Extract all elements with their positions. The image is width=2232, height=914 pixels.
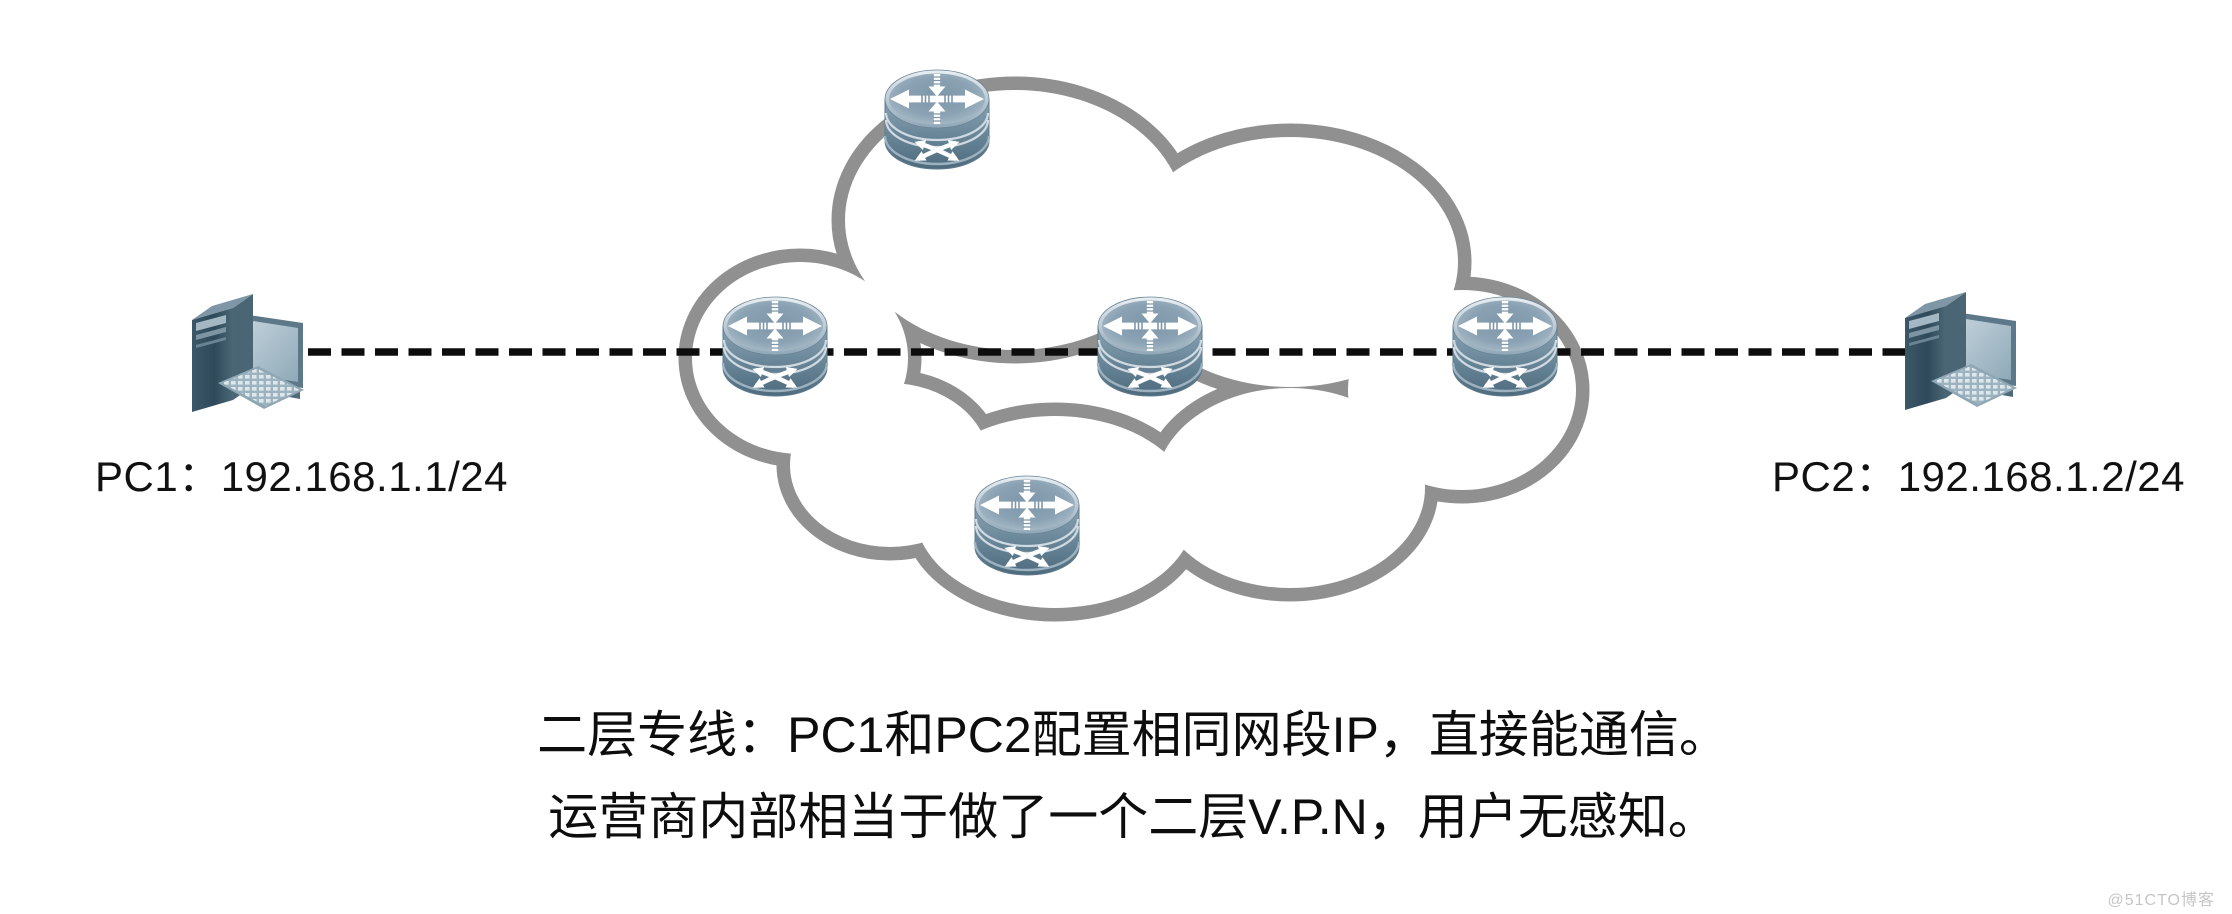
caption-line-2: 运营商内部相当于做了一个二层V.P.N，用户无感知。: [548, 789, 1718, 845]
router-icon-right: [1453, 297, 1557, 396]
pc2-label: PC2：192.168.1.2/24: [1772, 453, 2185, 500]
router-icon-bottom: [975, 476, 1079, 575]
router-icon-top: [885, 70, 989, 169]
pc2-icon: [1905, 292, 2017, 410]
provider-cloud: [678, 76, 1590, 622]
site-watermark: @51CTO博客: [2107, 892, 2215, 909]
caption-line-1: 二层专线：PC1和PC2配置相同网段IP，直接能通信。: [537, 707, 1729, 763]
pc1-label: PC1：192.168.1.1/24: [95, 453, 508, 500]
router-icon-middle: [1098, 297, 1202, 396]
pc1-icon: [192, 294, 304, 412]
router-icon-left: [723, 297, 827, 396]
